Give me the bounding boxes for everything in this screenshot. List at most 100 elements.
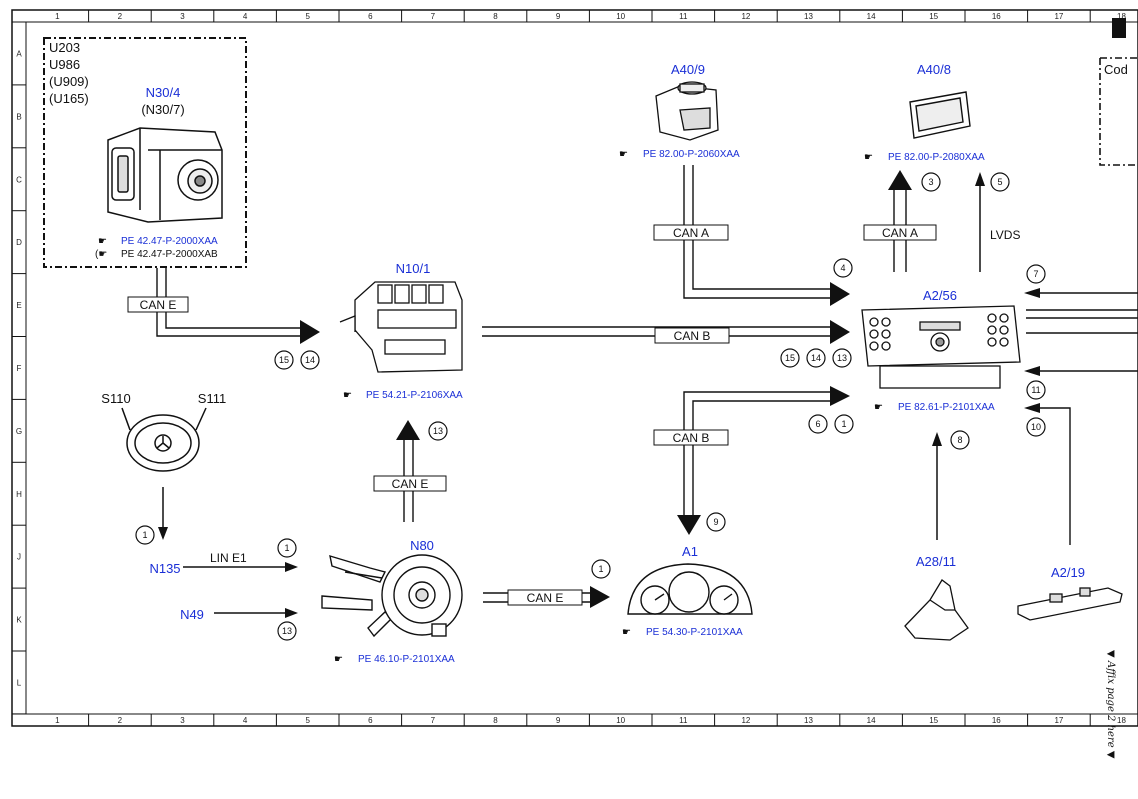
- marker-number: 1: [142, 530, 147, 540]
- ruler-row-label: G: [16, 427, 22, 436]
- head-unit-a2-56-icon: [861, 305, 1021, 389]
- marker-circle: [1026, 380, 1046, 400]
- ref-a2-56: PE 82.61-P-2101XAA: [898, 402, 995, 413]
- ref-a1: PE 54.30-P-2101XAA: [646, 627, 743, 638]
- arrow-can-b-2-to-a2: [830, 386, 850, 406]
- can-e-line-n30-n10: [156, 268, 300, 337]
- marker-circle: [274, 350, 294, 370]
- ruler-col-label: 12: [741, 716, 750, 725]
- ruler-col-label: 18: [1117, 716, 1126, 725]
- can-a-line-a40-9-a2: [683, 165, 830, 299]
- marker-circle: [1026, 264, 1046, 284]
- arrow-can-b-to-a2: [830, 320, 850, 344]
- instrument-cluster-icon: [627, 563, 753, 615]
- marker-circle: [135, 525, 155, 545]
- ruler-col-label: 1: [55, 716, 60, 725]
- bus-box-can-b-2: [653, 429, 729, 446]
- label-n30-7: (N30/7): [141, 102, 184, 117]
- ruler-row-label: L: [17, 678, 22, 687]
- bus-box-can-a-1: [653, 224, 729, 241]
- marker-circle: [591, 559, 611, 579]
- ruler-col-label: 14: [867, 716, 876, 725]
- bus-can-a-1: CAN A: [673, 226, 709, 240]
- marker-circle: [428, 421, 448, 441]
- marker-number: 13: [282, 626, 292, 636]
- ruler-col-label: 6: [368, 716, 373, 725]
- bus-can-e-2: CAN E: [392, 477, 429, 491]
- ref-icon-a1: ☛: [622, 627, 631, 638]
- ruler-col-label: 15: [929, 12, 938, 21]
- ruler-row-label: B: [16, 112, 21, 121]
- bus-can-e-3: CAN E: [527, 591, 564, 605]
- sam-control-unit-icon: [339, 281, 463, 373]
- marker-number: 6: [815, 419, 820, 429]
- right-side-lines: [1026, 292, 1138, 545]
- marker-number: 15: [785, 353, 795, 363]
- marker-number: 1: [841, 419, 846, 429]
- bus-can-b-1: CAN B: [674, 329, 711, 343]
- marker-number: 13: [837, 353, 847, 363]
- arrow-in-7: [1024, 288, 1040, 298]
- marker-circle: [950, 430, 970, 450]
- bus-lvds: LVDS: [990, 228, 1020, 242]
- arrow-can-e-to-n10: [396, 420, 420, 440]
- ruler-row-label: D: [16, 238, 22, 247]
- arrow-can-a-to-a40-8: [888, 170, 912, 190]
- ref-icon-n30a: ☛: [98, 236, 107, 247]
- ruler-row-label: H: [16, 490, 22, 499]
- label-a40-8: A40/8: [917, 62, 951, 77]
- arrow-lin-e1: [285, 562, 298, 572]
- ref-n10-1: PE 54.21-P-2106XAA: [366, 390, 463, 401]
- ruler-col-label: 13: [804, 716, 813, 725]
- ruler-row-label: F: [17, 364, 22, 373]
- antenna-a28-11-icon: [904, 579, 969, 641]
- marker-number: 10: [1031, 422, 1041, 432]
- ruler-col-label: 8: [493, 716, 498, 725]
- ruler-row-label: K: [16, 616, 22, 625]
- code-u203: U203: [49, 40, 80, 55]
- label-s110: S110: [101, 391, 130, 406]
- ruler-col-label: 2: [118, 716, 123, 725]
- label-n135: N135: [149, 561, 180, 576]
- code-u986: U986: [49, 57, 80, 72]
- ruler-col-label: 17: [1054, 716, 1063, 725]
- marker-circle: [277, 621, 297, 641]
- ruler-col-label: 11: [679, 716, 688, 725]
- esp-control-unit-icon: [107, 127, 223, 223]
- vehicle-code-box: [43, 37, 247, 268]
- steering-wheel-icon: [121, 407, 207, 472]
- marker-number: 1: [284, 543, 289, 553]
- bus-can-a-2: CAN A: [882, 226, 918, 240]
- ruler-col-label: 7: [431, 12, 436, 21]
- ref-n80: PE 46.10-P-2101XAA: [358, 654, 455, 665]
- marker-circle: [277, 538, 297, 558]
- label-n30-4: N30/4: [146, 85, 181, 100]
- ref-a40-9: PE 82.00-P-2060XAA: [643, 149, 740, 160]
- bus-box-can-b-1: [654, 327, 730, 344]
- ruler-col-label: 2: [118, 12, 123, 21]
- ruler-col-label: 5: [305, 716, 310, 725]
- ruler-col-label: 17: [1054, 12, 1063, 21]
- ref-icon-n80: ☛: [334, 654, 343, 665]
- marker-number: 13: [433, 426, 443, 436]
- ruler-row-label: A: [16, 49, 22, 58]
- ruler-col-label: 4: [243, 716, 248, 725]
- marker-number: 11: [1031, 385, 1040, 395]
- marker-number: 5: [997, 177, 1002, 187]
- marker-circle: [921, 172, 941, 192]
- arrow-antenna: [932, 432, 942, 446]
- marker-number: 14: [811, 353, 821, 363]
- page-tab-icon: [1112, 18, 1126, 38]
- bus-box-can-a-2: [863, 224, 937, 241]
- ruler-col-label: 9: [556, 12, 561, 21]
- bus-box-can-e-2: [373, 475, 447, 492]
- marker-circle: [1026, 417, 1046, 437]
- arrow-can-a-to-a2: [830, 282, 850, 306]
- ref-n30-a: PE 42.47-P-2000XAA: [121, 236, 218, 247]
- module-a2-19-icon: [1017, 587, 1123, 621]
- bus-lin-e1: LIN E1: [210, 551, 247, 565]
- label-a28-11: A28/11: [916, 554, 956, 569]
- ruler-col-label: 16: [992, 716, 1001, 725]
